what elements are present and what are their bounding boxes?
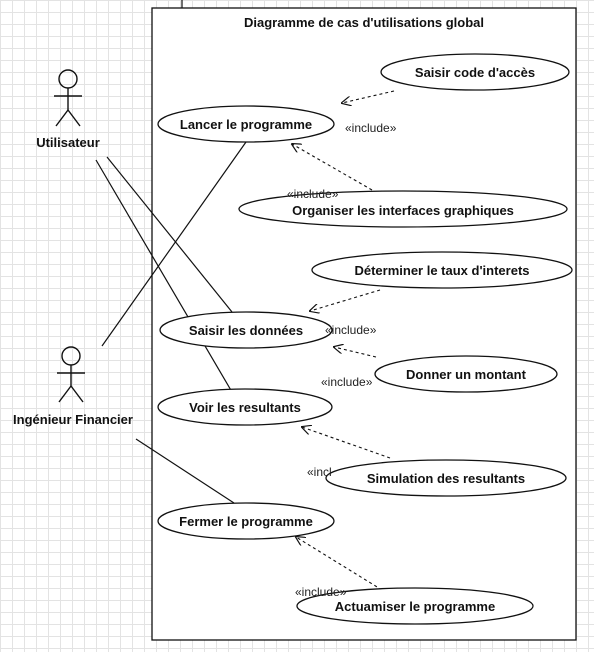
include-arrow-saisir-code[interactable] [342,90,395,103]
use-case-determiner[interactable]: Déterminer le taux d'interets [311,251,573,289]
include-label-actualiser: «include» [295,585,347,599]
include-label-organiser: «include» [287,187,339,201]
system-title: Diagramme de cas d'utilisations global [244,15,484,30]
assoc-ingenieur-lancer[interactable] [101,141,247,347]
use-case-voir[interactable]: Voir les resultants [157,388,333,426]
use-case-actualiser[interactable]: Actuamiser le programme [296,587,534,625]
include-label-determiner: «include» [325,323,377,337]
use-case-label: Donner un montant [406,367,527,382]
use-case-label: Déterminer le taux d'interets [354,263,529,278]
actor-utilisateur[interactable]: Utilisateur [36,69,100,150]
actor-head-icon [58,69,78,89]
use-case-saisir-code[interactable]: Saisir code d'accès [380,53,570,91]
include-label-saisir-code: «include» [345,121,397,135]
use-case-label: Actuamiser le programme [335,599,495,614]
use-case-saisir-donnees[interactable]: Saisir les données [159,311,333,349]
use-case-label: Saisir code d'accès [415,65,535,80]
use-case-label: Simulation des resultants [367,471,525,486]
use-case-simulation[interactable]: Simulation des resultants [325,459,567,497]
include-arrow-determiner[interactable] [310,289,381,311]
include-arrow-donner-montant[interactable] [334,347,377,358]
include-label-donner-montant: «include» [321,375,373,389]
assoc-utilisateur-voir[interactable] [95,159,233,393]
include-label-simulation: «incl [307,465,332,479]
assoc-utilisateur-saisir-donnees[interactable] [106,156,233,313]
use-case-label: Saisir les données [189,323,303,338]
use-case-label: Lancer le programme [180,117,312,132]
include-arrow-actualiser[interactable] [296,537,383,591]
use-case-donner-montant[interactable]: Donner un montant [374,355,558,393]
actor-label: Utilisateur [36,135,100,150]
use-case-label: Fermer le programme [179,514,313,529]
use-case-label: Voir les resultants [189,400,301,415]
actor-label: Ingénieur Financier [13,412,133,427]
use-case-label: Organiser les interfaces graphiques [292,203,514,218]
actor-head-icon [61,346,81,366]
assoc-ingenieur-fermer[interactable] [135,438,235,504]
actor-ingenieur-financier[interactable]: Ingénieur Financier [13,346,133,427]
use-case-organiser[interactable]: Organiser les interfaces graphiques [238,190,568,228]
use-case-lancer[interactable]: Lancer le programme [157,105,335,143]
use-case-fermer[interactable]: Fermer le programme [157,502,335,540]
